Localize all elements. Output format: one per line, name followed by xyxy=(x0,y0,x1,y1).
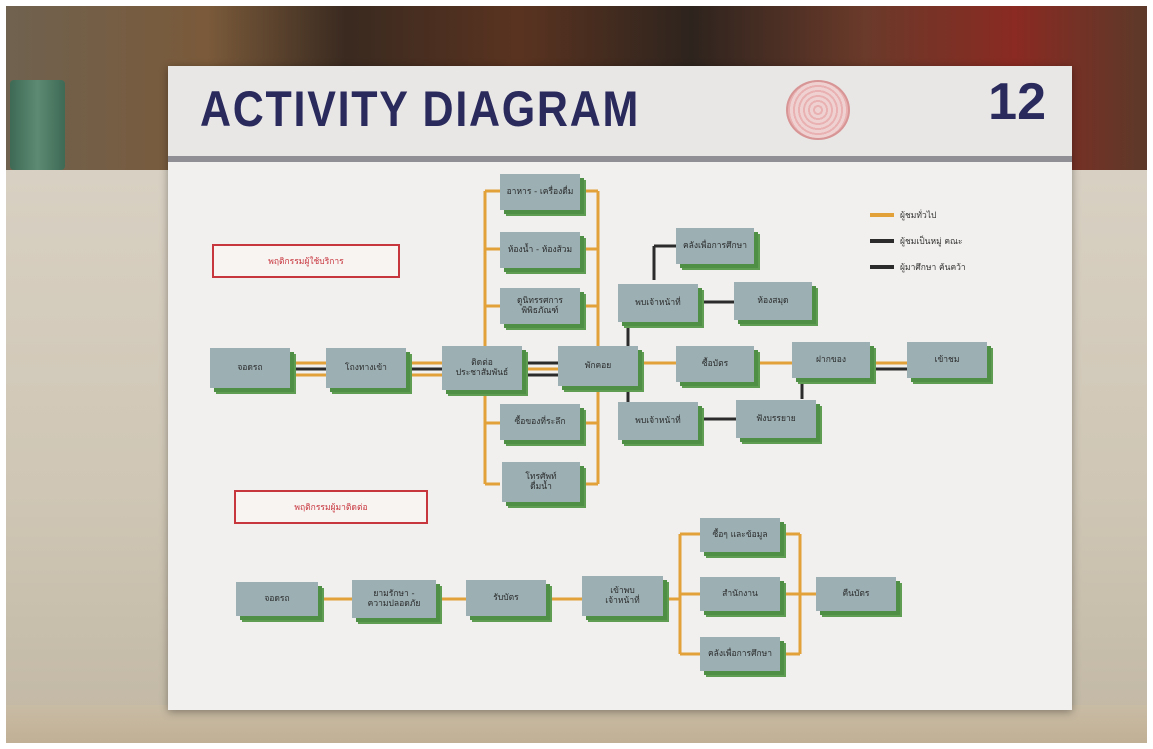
node-get-card: รับบัตร xyxy=(466,580,546,616)
legend-student: ผู้มาศึกษา ค้นคว้า xyxy=(870,260,966,274)
node-study-materials: คลังเพื่อการศึกษา xyxy=(676,228,754,264)
node-office: สำนักงาน xyxy=(700,577,780,611)
node-rest: พักคอย xyxy=(558,346,638,386)
node-study: คลังเพื่อการศึกษา xyxy=(700,637,780,671)
node-meet-staff-1: พบเจ้าหน้าที่ xyxy=(618,284,698,322)
seal-stamp-icon xyxy=(786,80,850,140)
legend-general-label: ผู้ชมทั่วไป xyxy=(900,211,937,221)
node-toilet: ห้องน้ำ - ห้องส้วม xyxy=(500,232,580,268)
node-return-card: คืนบัตร xyxy=(816,577,896,611)
node-lecture: ฟังบรรยาย xyxy=(736,400,816,438)
poster-number: 12 xyxy=(988,73,1046,131)
section-label-contact: พฤติกรรมผู้มาติดต่อ xyxy=(234,490,428,524)
node-curator: ดูนิทรรศการพิพิธภัณฑ์ xyxy=(500,288,580,324)
node-visit: เข้าชม xyxy=(907,342,987,378)
node-buy-ticket: ซื้อบัตร xyxy=(676,346,754,382)
legend-line-orange xyxy=(870,213,894,217)
node-deposit: ฝากของ xyxy=(792,342,870,378)
green-pot xyxy=(10,80,65,170)
poster-title: ACTIVITY DIAGRAM xyxy=(200,81,641,137)
node-pr: ติดต่อ ประชาสัมพันธ์ xyxy=(442,346,522,390)
node-meet-staff-2: พบเจ้าหน้าที่ xyxy=(618,402,698,440)
node-food: อาหาร - เครื่องดื่ม xyxy=(500,174,580,210)
diagram-connectors xyxy=(290,189,907,656)
poster-board: ACTIVITY DIAGRAM 12 xyxy=(168,66,1072,710)
node-phone: โทรศัพท์ ดื่มน้ำ xyxy=(502,462,580,502)
node-library: ห้องสมุด xyxy=(734,282,812,320)
node-park-bottom: จอดรถ xyxy=(236,582,318,616)
legend-student-label: ผู้มาศึกษา ค้นคว้า xyxy=(900,263,966,273)
section-label-visitor: พฤติกรรมผู้ใช้บริการ xyxy=(212,244,400,278)
legend-group: ผู้ชมเป็นหมู่ คณะ xyxy=(870,234,963,248)
poster-header: ACTIVITY DIAGRAM 12 xyxy=(168,66,1072,162)
node-park-top: จอดรถ xyxy=(210,348,290,388)
legend-line-black xyxy=(870,239,894,243)
node-souvenir: ซื้อของที่ระลึก xyxy=(500,404,580,440)
legend-line-dark xyxy=(870,265,894,269)
node-security: ยามรักษา - ความปลอดภัย xyxy=(352,580,436,618)
node-meet-staff-bottom: เข้าพบ เจ้าหน้าที่ xyxy=(582,576,663,616)
legend-general: ผู้ชมทั่วไป xyxy=(870,208,936,222)
node-docs: ซื้อๆ และข้อมูล xyxy=(700,518,780,552)
legend-group-label: ผู้ชมเป็นหมู่ คณะ xyxy=(900,237,963,247)
photo-background-floor xyxy=(0,705,1153,749)
node-enter: โถงทางเข้า xyxy=(326,348,406,388)
